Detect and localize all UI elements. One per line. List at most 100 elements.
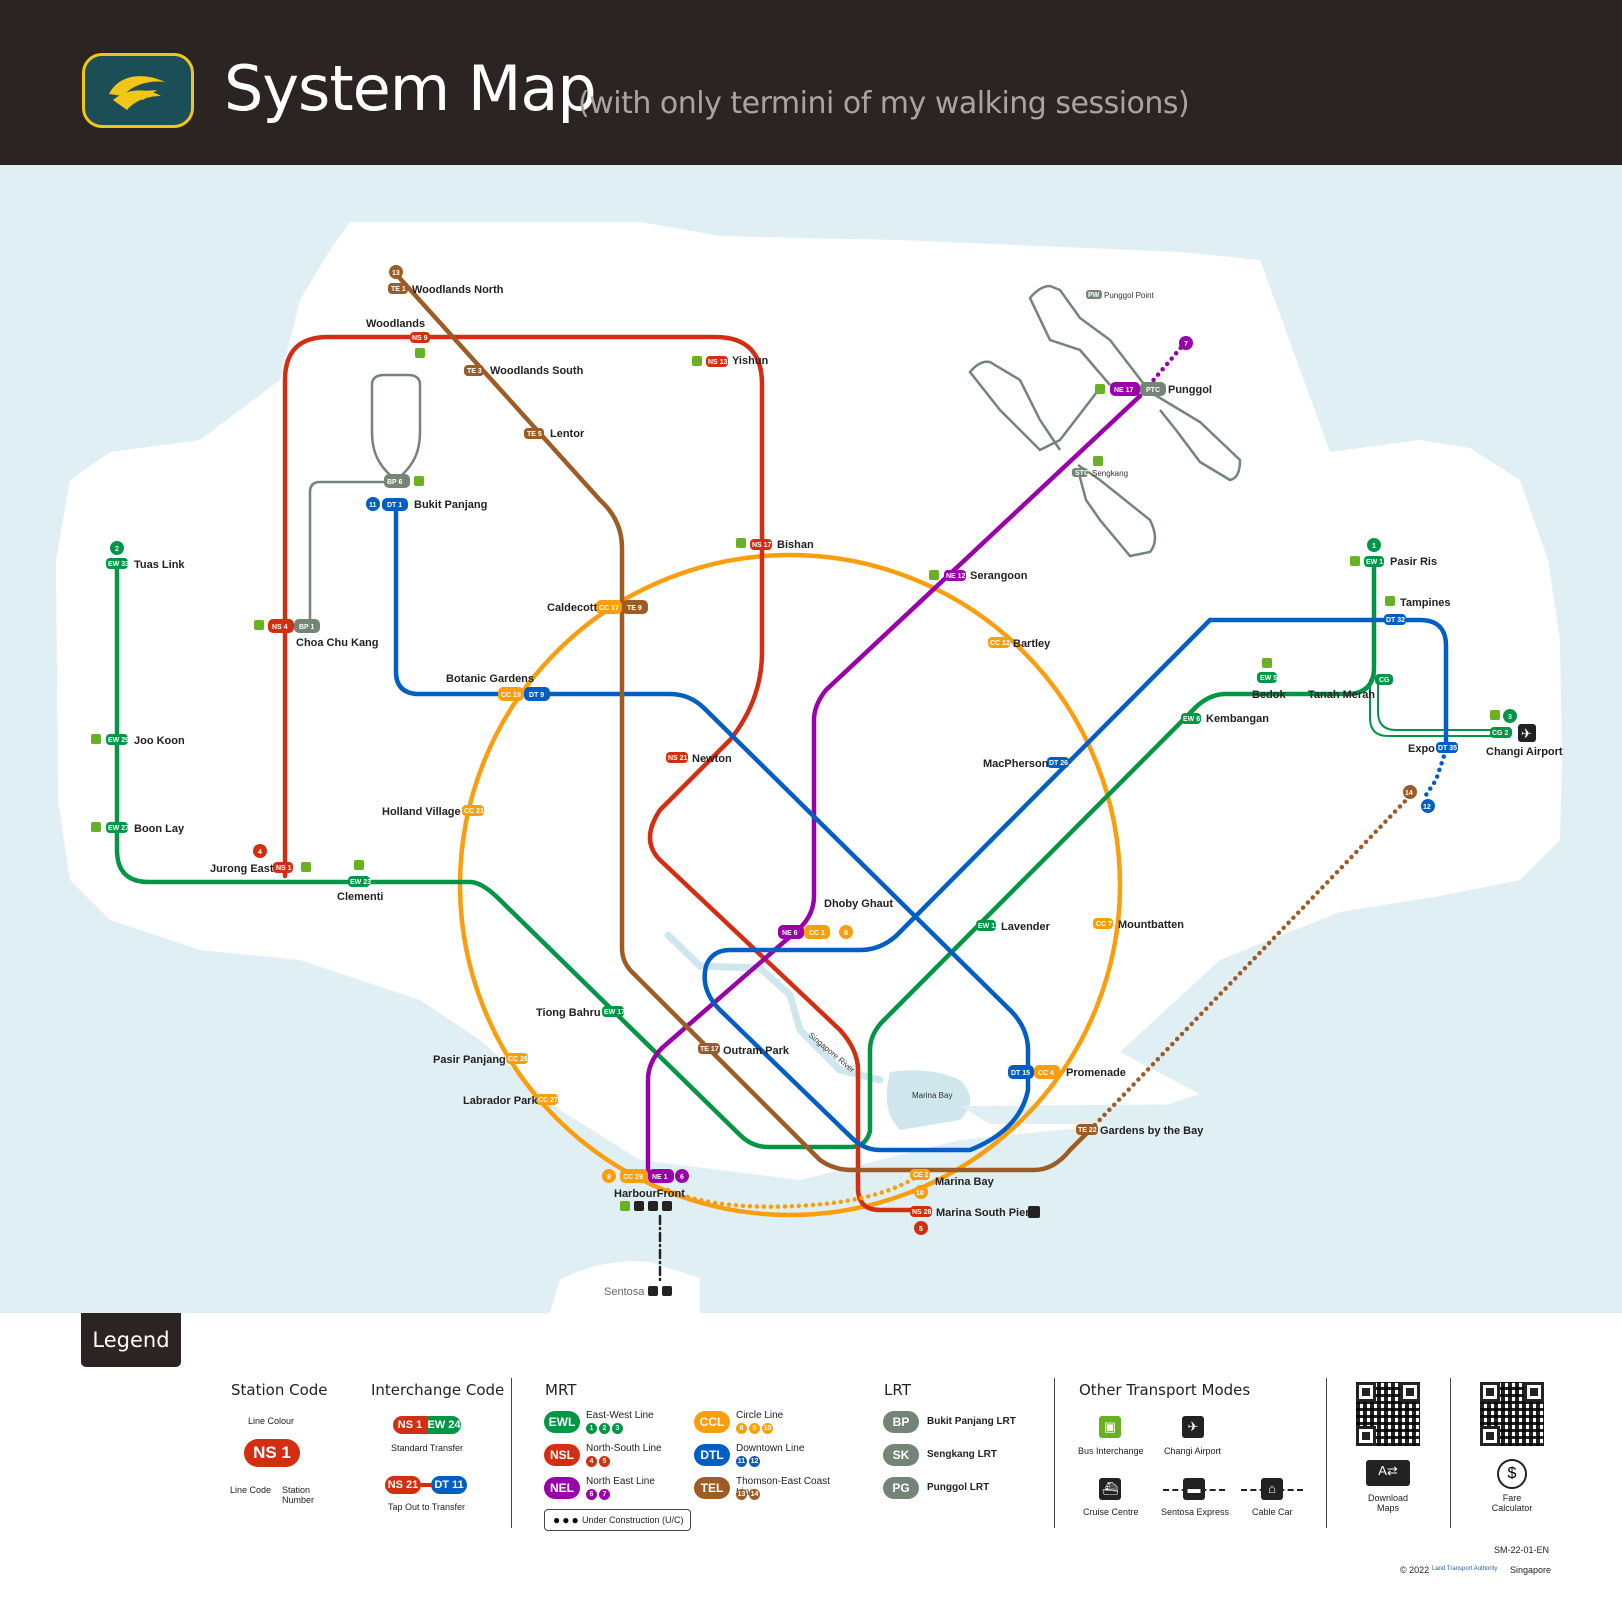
svg-text:NS 13: NS 13: [708, 359, 728, 366]
svg-text:Sengkang: Sengkang: [1092, 469, 1128, 478]
legend-mrt-heading: MRT: [545, 1381, 577, 1399]
copyright: © 2022: [1400, 1565, 1430, 1575]
station-dhoby-ghaut[interactable]: NE 6 CC 1 Dhoby Ghaut: [778, 898, 893, 939]
station-jurong-east[interactable]: NS 1 Jurong East: [210, 862, 293, 875]
station-labrador-park[interactable]: CC 27 Labrador Park: [463, 1094, 558, 1107]
station-sentosa[interactable]: Sentosa: [604, 1286, 672, 1298]
svg-text:CC 26: CC 26: [508, 1056, 528, 1063]
station-pasir-ris[interactable]: EW 1 Pasir Ris: [1364, 556, 1437, 568]
station-bishan[interactable]: NS 17 Bishan: [750, 539, 814, 551]
svg-text:Promenade: Promenade: [1066, 1067, 1126, 1079]
legend-lrt-sk: SK: [883, 1444, 919, 1466]
svg-text:Serangoon: Serangoon: [970, 570, 1028, 582]
station-gardens-by-the-bay[interactable]: TE 22 Gardens by the Bay: [1076, 1124, 1204, 1137]
line-number-11: 11: [366, 497, 380, 511]
line-number-13: 13: [389, 265, 403, 279]
svg-text:4: 4: [258, 849, 262, 856]
station-newton[interactable]: NS 21 Newton: [666, 752, 732, 765]
station-clementi[interactable]: EW 23 Clementi: [337, 876, 383, 903]
fare-calculator-qr-code[interactable]: [1480, 1382, 1544, 1446]
svg-text:Lentor: Lentor: [550, 428, 585, 440]
svg-text:EW 17: EW 17: [604, 1009, 625, 1016]
station-woodlands-north[interactable]: TE 1 Woodlands North: [388, 283, 504, 296]
cable-car-icon: ⌂: [1261, 1478, 1283, 1500]
svg-text:Joo Koon: Joo Koon: [134, 735, 185, 747]
station-punggol[interactable]: NE 17 PTC Punggol: [1110, 382, 1212, 396]
station-serangoon[interactable]: NE 12 Serangoon: [944, 570, 1028, 582]
downtown-line: [393, 502, 1449, 1153]
station-sengkang[interactable]: STC Sengkang: [1072, 468, 1128, 478]
legend-line-name: East-West Line: [586, 1410, 654, 1421]
svg-text:Tampines: Tampines: [1400, 597, 1451, 609]
svg-text:Bukit Panjang: Bukit Panjang: [414, 499, 487, 511]
svg-text:Pasir Ris: Pasir Ris: [1390, 556, 1437, 568]
station-yishun[interactable]: NS 13 Yishun: [706, 355, 769, 367]
svg-text:Woodlands South: Woodlands South: [490, 365, 584, 377]
station-expo[interactable]: DT 35 Expo: [1408, 742, 1458, 755]
download-maps-qr-code[interactable]: [1356, 1382, 1420, 1446]
station-choa-chu-kang[interactable]: NS 4 BP 1 Choa Chu Kang: [268, 619, 379, 649]
station-lavender[interactable]: EW 11 Lavender: [976, 920, 1051, 933]
svg-text:3: 3: [1508, 714, 1512, 721]
svg-text:TE 5: TE 5: [527, 431, 542, 438]
station-harbourfront[interactable]: CC 29 NE 1 HarbourFront: [614, 1169, 685, 1200]
svg-text:Bartley: Bartley: [1013, 638, 1051, 650]
svg-text:Jurong East: Jurong East: [210, 863, 274, 875]
legend-station-code-heading: Station Code: [231, 1381, 328, 1399]
punggol-lrt-loop-west: [968, 360, 1101, 452]
station-woodlands-south[interactable]: TE 3 Woodlands South: [464, 365, 584, 377]
svg-text:Pasir Panjang: Pasir Panjang: [433, 1054, 506, 1066]
line-number-badge: 6: [586, 1489, 597, 1500]
line-number-1: 1: [1367, 538, 1381, 552]
legend-interchange-a2: EW 24: [427, 1416, 461, 1434]
station-tampines[interactable]: DT 32 Tampines: [1384, 597, 1451, 625]
station-bedok[interactable]: EW 5 Bedok: [1252, 672, 1287, 701]
station-mountbatten[interactable]: CC 7 Mountbatten: [1093, 918, 1184, 931]
station-tuas-link[interactable]: EW 33 Tuas Link: [106, 558, 185, 571]
station-outram-park[interactable]: TE 17 Outram Park: [698, 1043, 790, 1057]
svg-text:DT 9: DT 9: [529, 692, 544, 699]
legend-lrt-name: Sengkang LRT: [927, 1449, 998, 1460]
station-tiong-bahru[interactable]: EW 17 Tiong Bahru: [536, 1006, 625, 1019]
svg-text:Gardens by the Bay: Gardens by the Bay: [1100, 1125, 1204, 1137]
legend-line-tel: TEL: [694, 1477, 730, 1499]
header-bar: System Map (with only termini of my walk…: [0, 0, 1622, 165]
station-caldecott[interactable]: CC 17 TE 9 Caldecott: [547, 600, 648, 614]
svg-text:Woodlands North: Woodlands North: [412, 284, 504, 296]
legend-fare-calculator[interactable]: Fare Calculator: [1491, 1493, 1533, 1513]
svg-text:NE 12: NE 12: [946, 573, 966, 580]
sengkang-lrt-loop: [1076, 463, 1157, 558]
station-macpherson[interactable]: DT 26 MacPherson: [983, 757, 1069, 770]
legend-line-colour: Line Colour: [248, 1416, 295, 1426]
legend-lrt-bp: BP: [883, 1411, 919, 1433]
station-woodlands[interactable]: NS 9 Woodlands: [366, 318, 430, 343]
legend-cable-car: Cable Car: [1252, 1507, 1293, 1517]
station-bartley[interactable]: CC 12 Bartley: [988, 637, 1051, 650]
line-number-badge: 12: [749, 1456, 760, 1467]
station-punggol-point[interactable]: PW 3 Punggol Point: [1086, 290, 1155, 300]
line-number-12: 12: [1421, 799, 1435, 813]
station-pasir-panjang[interactable]: CC 26 Pasir Panjang: [433, 1053, 528, 1066]
station-botanic-gardens[interactable]: CC 19 DT 9 Botanic Gardens: [446, 673, 550, 701]
east-west-line: [114, 557, 1377, 1150]
station-marina-bay[interactable]: CE 2 Marina Bay: [910, 1169, 995, 1188]
station-boon-lay[interactable]: EW 27 Boon Lay: [106, 822, 185, 835]
line-number-8: 8: [839, 925, 853, 939]
svg-text:9: 9: [607, 1174, 611, 1181]
station-promenade[interactable]: DT 15 CC 4 Promenade: [1008, 1065, 1126, 1079]
fare-icon: $: [1497, 1459, 1527, 1489]
station-changi-airport[interactable]: CG 2 Changi Airport: [1486, 727, 1563, 758]
legend-download-maps[interactable]: Download Maps: [1367, 1493, 1409, 1513]
station-holland-village[interactable]: CC 21 Holland Village: [382, 805, 484, 818]
station-bukit-panjang[interactable]: BP 6 DT 1 Bukit Panjang: [382, 474, 487, 511]
station-tanah-merah[interactable]: CG Tanah Merah: [1308, 674, 1393, 701]
bay-channel: [960, 1104, 1230, 1124]
station-marina-south-pier[interactable]: NS 28 Marina South Pier: [910, 1206, 1030, 1219]
station-lentor[interactable]: TE 5 Lentor: [524, 428, 585, 440]
legend-lrt-heading: LRT: [884, 1381, 911, 1399]
legend-interchange-a1: NS 1: [393, 1416, 427, 1434]
station-kembangan[interactable]: EW 6 Kembangan: [1181, 713, 1269, 725]
station-joo-koon[interactable]: EW 29 Joo Koon: [106, 734, 185, 747]
